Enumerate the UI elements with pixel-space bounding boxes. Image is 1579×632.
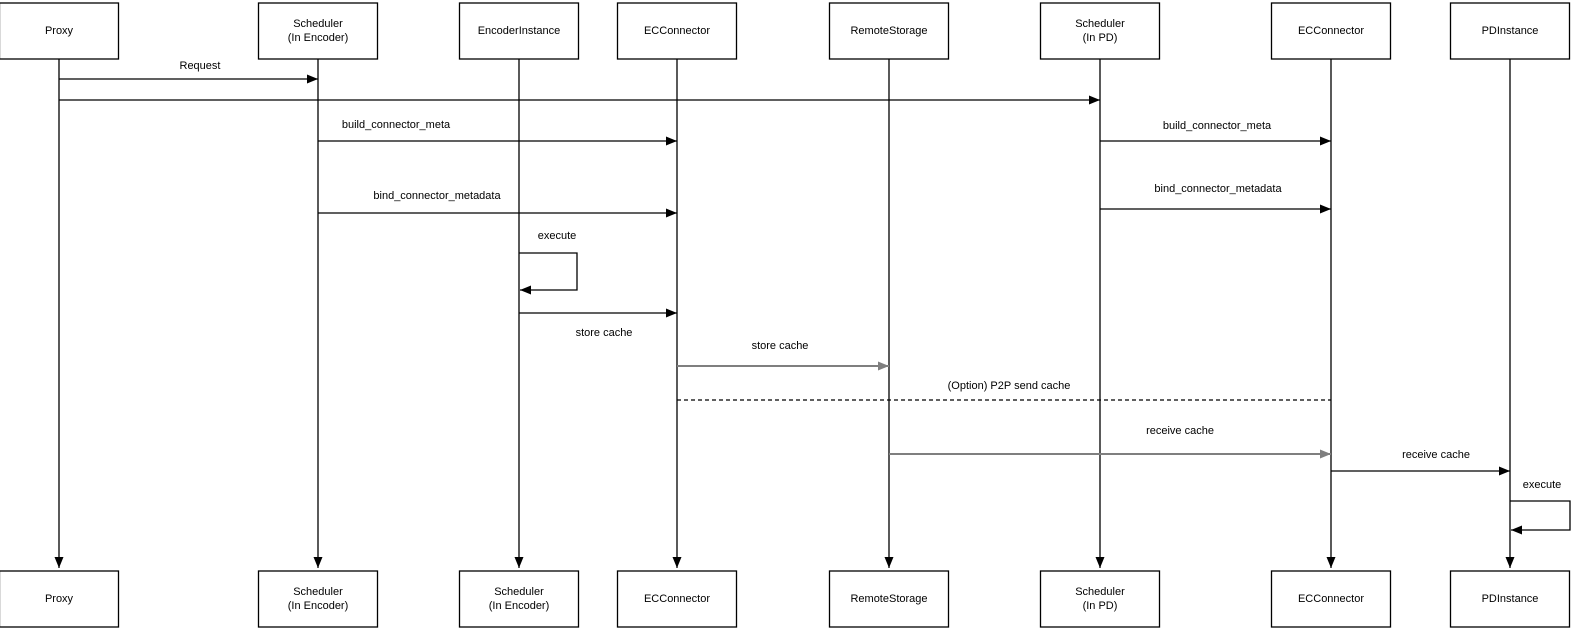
actor-top-label-scheduler-pd: (In PD) [1083, 32, 1118, 44]
message-label-8: (Option) P2P send cache [948, 380, 1071, 392]
message-label-7: store cache [752, 340, 809, 352]
actor-top-box-proxy [0, 2, 120, 60]
actor-bottom-label-encoder-instance: Scheduler [494, 586, 544, 598]
actor-bottom-label-encoder-instance: (In Encoder) [489, 600, 550, 612]
message-label-9: receive cache [1146, 425, 1214, 437]
message-label-6: store cache [576, 327, 633, 339]
actor-bottom-label-proxy: Proxy [45, 593, 74, 605]
actor-top-label-ec-connector-1: ECConnector [644, 25, 710, 37]
actor-top-label-proxy: Proxy [45, 25, 74, 37]
message-label-4: bind_connector_metadata [373, 190, 501, 202]
actor-top-box-remote-storage [828, 2, 950, 60]
actor-top-box-scheduler-pd [1039, 2, 1161, 60]
self-message-label-0: execute [538, 230, 577, 242]
actor-top-label-pd-instance: PDInstance [1482, 25, 1539, 37]
self-message-label-1: execute [1523, 479, 1562, 491]
actor-top-box-scheduler-encoder [257, 2, 379, 60]
actor-bottom-box-proxy [0, 570, 120, 628]
actor-top-box-pd-instance [1449, 2, 1571, 60]
actor-top-box-encoder-instance [458, 2, 580, 60]
actor-bottom-box-scheduler-pd [1039, 570, 1161, 628]
actor-bottom-label-scheduler-encoder: Scheduler [293, 586, 343, 598]
actor-bottom-box-pd-instance [1449, 570, 1571, 628]
actor-bottom-label-scheduler-encoder: (In Encoder) [288, 600, 349, 612]
actor-top-label-scheduler-pd: Scheduler [1075, 18, 1125, 30]
actor-bottom-label-ec-connector-2: ECConnector [1298, 593, 1364, 605]
actor-bottom-box-ec-connector-1 [616, 570, 738, 628]
actor-top-label-remote-storage: RemoteStorage [850, 25, 927, 37]
actor-bottom-label-remote-storage: RemoteStorage [850, 593, 927, 605]
actor-top-label-ec-connector-2: ECConnector [1298, 25, 1364, 37]
message-label-2: build_connector_meta [342, 119, 451, 131]
actor-bottom-label-scheduler-pd: (In PD) [1083, 600, 1118, 612]
actor-bottom-box-remote-storage [828, 570, 950, 628]
message-label-5: bind_connector_metadata [1154, 183, 1282, 195]
actor-bottom-box-encoder-instance [458, 570, 580, 628]
actor-top-box-ec-connector-1 [616, 2, 738, 60]
actor-top-label-scheduler-encoder: Scheduler [293, 18, 343, 30]
self-message-loop-0 [519, 252, 578, 295]
actor-top-label-encoder-instance: EncoderInstance [478, 25, 561, 37]
actor-top-box-ec-connector-2 [1270, 2, 1392, 60]
actor-bottom-label-ec-connector-1: ECConnector [644, 593, 710, 605]
self-message-loop-1 [1510, 500, 1571, 535]
message-label-10: receive cache [1402, 449, 1470, 461]
actor-bottom-label-scheduler-pd: Scheduler [1075, 586, 1125, 598]
actor-top-label-scheduler-encoder: (In Encoder) [288, 32, 349, 44]
message-label-3: build_connector_meta [1163, 120, 1272, 132]
message-label-0: Request [180, 60, 221, 72]
actor-bottom-label-pd-instance: PDInstance [1482, 593, 1539, 605]
actor-bottom-box-ec-connector-2 [1270, 570, 1392, 628]
actor-bottom-box-scheduler-encoder [257, 570, 379, 628]
